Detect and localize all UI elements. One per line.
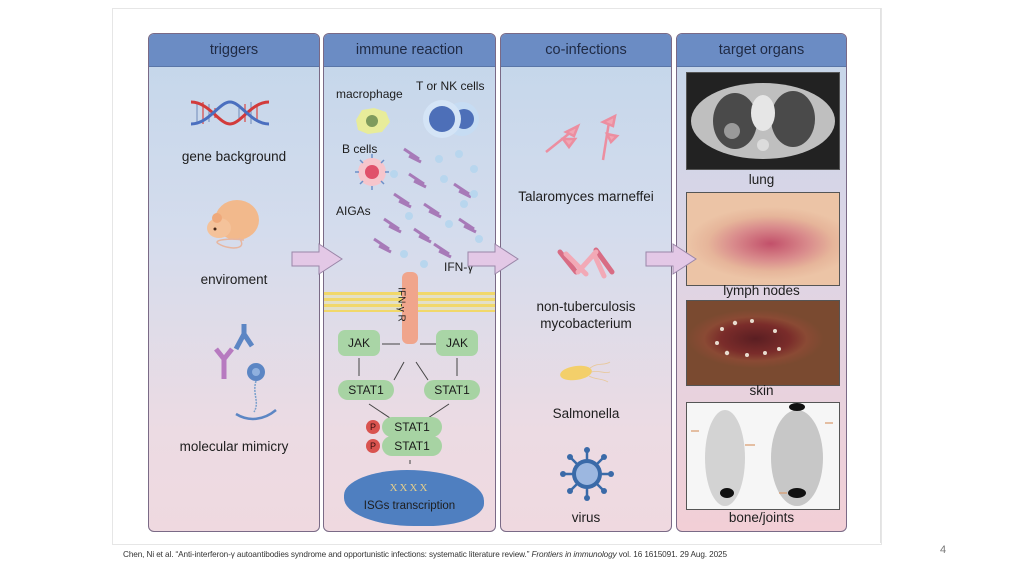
antibodies-icon (373, 147, 483, 268)
jak-right: JAK (436, 330, 478, 356)
stat1-left: STAT1 (338, 380, 394, 400)
label-aigas: AIGAs (336, 204, 371, 218)
arrow-coinfections-to-organs (645, 243, 697, 275)
label-t-nk-cells: T or NK cells (416, 79, 485, 93)
panel-header-triggers: triggers (149, 34, 319, 67)
dna-icon (190, 100, 270, 126)
virus-icon (560, 447, 614, 501)
label-macrophage: macrophage (336, 87, 403, 101)
label-ifn-gamma-receptor: IFN-γ R (395, 287, 407, 322)
stat1-right: STAT1 (424, 380, 480, 400)
bone-joints-image (686, 402, 840, 510)
label-isgs-transcription: ISGs transcription (363, 500, 456, 512)
panel-header-target-organs: target organs (677, 34, 846, 67)
skin-image (686, 300, 840, 386)
t-nk-cells-icon (423, 100, 479, 138)
label-skin: skin (749, 383, 774, 398)
phospho-badge-2: P (366, 439, 380, 453)
citation-text: Chen, Ni et al. “Anti-interferon-γ autoa… (123, 550, 532, 559)
label-lymph-nodes: lymph nodes (723, 283, 800, 298)
arrow-triggers-to-immune (291, 243, 343, 275)
label-molecular-mimicry: molecular mimicry (179, 439, 289, 454)
jak-left: JAK (338, 330, 380, 356)
panel-immune-reaction: immune reaction macrophage T or NK cells… (323, 33, 496, 532)
citation-journal: Frontiers in immunology (531, 550, 617, 559)
mycobacterium-icon (557, 247, 615, 279)
talaromyces-icon (545, 113, 620, 161)
label-lung: lung (748, 172, 775, 187)
label-mycobacterium-text: non-tuberculosis mycobacterium (536, 299, 636, 331)
salmonella-icon (560, 361, 611, 383)
b-cell-icon (355, 154, 389, 190)
macrophage-icon (356, 108, 390, 134)
label-ifn-gamma: IFN-γ (444, 260, 474, 274)
divider (880, 8, 881, 543)
mouse-icon (207, 200, 259, 249)
citation: Chen, Ni et al. “Anti-interferon-γ autoa… (123, 550, 727, 559)
phospho-stat1-1: STAT1 (382, 417, 442, 437)
label-bone-joints: bone/joints (728, 510, 795, 525)
citation-details: vol. 16 1615091. 29 Aug. 2025 (616, 550, 727, 559)
label-mycobacterium: non-tuberculosis mycobacterium (501, 298, 671, 332)
label-environment: enviroment (200, 272, 268, 287)
nucleus (344, 470, 484, 526)
panel-co-infections: co-infections Talaromyces marneffei non-… (500, 33, 672, 532)
panel-header-immune-reaction: immune reaction (324, 34, 495, 67)
label-virus: virus (571, 510, 601, 525)
lymph-nodes-image (686, 192, 840, 286)
phospho-stat1-2: STAT1 (382, 436, 442, 456)
lung-ct-image (686, 72, 840, 170)
panel-target-organs: target organs lung lymph nodes skin bone… (676, 33, 847, 532)
arrow-immune-to-coinfections (467, 243, 519, 275)
ifn-gamma-receptor (402, 272, 418, 344)
phospho-badge-1: P (366, 420, 380, 434)
panel-triggers: triggers gene background enviroment mole… (148, 33, 320, 532)
label-xxxx: XXXX (389, 482, 430, 494)
panel-header-co-infections: co-infections (501, 34, 671, 67)
molecular-mimicry-icon (214, 324, 277, 421)
label-salmonella: Salmonella (552, 406, 620, 421)
label-b-cells: B cells (342, 142, 378, 156)
label-talaromyces: Talaromyces marneffei (518, 189, 654, 204)
page-number: 4 (940, 544, 947, 556)
label-gene-background: gene background (181, 149, 287, 164)
